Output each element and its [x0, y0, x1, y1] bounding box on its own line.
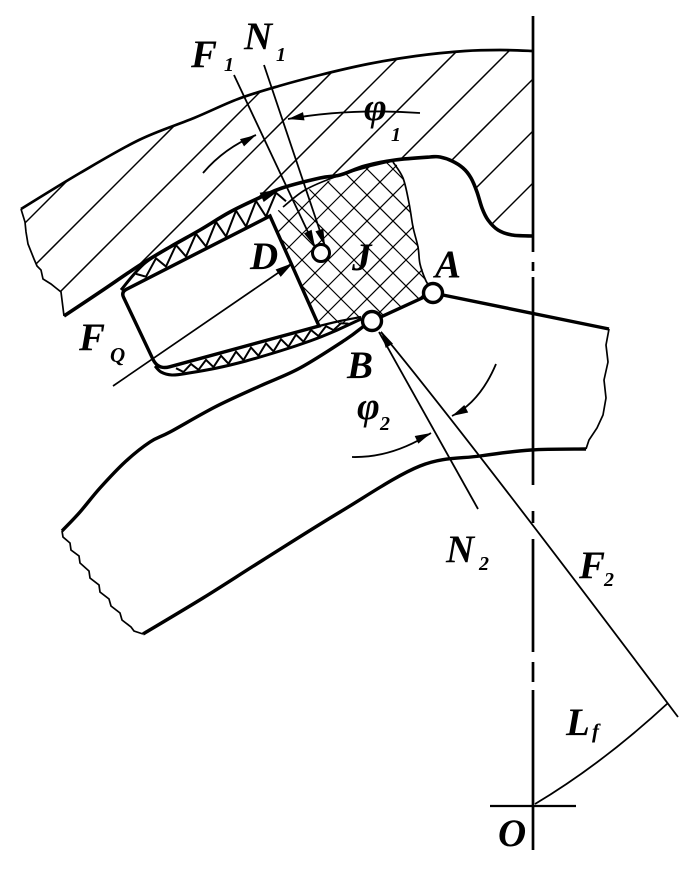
- svg-text:N: N: [243, 15, 274, 58]
- svg-text:2: 2: [478, 553, 489, 575]
- svg-text:F: F: [190, 33, 217, 76]
- svg-text:f: f: [592, 719, 601, 743]
- svg-text:F: F: [578, 544, 605, 587]
- svg-text:1: 1: [276, 44, 286, 66]
- svg-text:φ: φ: [364, 86, 387, 129]
- svg-text:O: O: [498, 812, 526, 855]
- svg-text:N: N: [445, 528, 476, 571]
- svg-text:2: 2: [603, 569, 614, 591]
- svg-text:B: B: [346, 344, 373, 387]
- svg-text:F: F: [78, 316, 105, 359]
- svg-text:1: 1: [391, 124, 401, 146]
- svg-text:D: D: [249, 235, 278, 278]
- svg-text:1: 1: [224, 54, 234, 76]
- svg-text:J: J: [351, 236, 373, 279]
- svg-text:A: A: [432, 243, 461, 286]
- svg-text:Q: Q: [110, 343, 125, 367]
- svg-text:L: L: [565, 701, 590, 744]
- svg-text:φ: φ: [357, 385, 380, 428]
- svg-text:2: 2: [379, 413, 390, 435]
